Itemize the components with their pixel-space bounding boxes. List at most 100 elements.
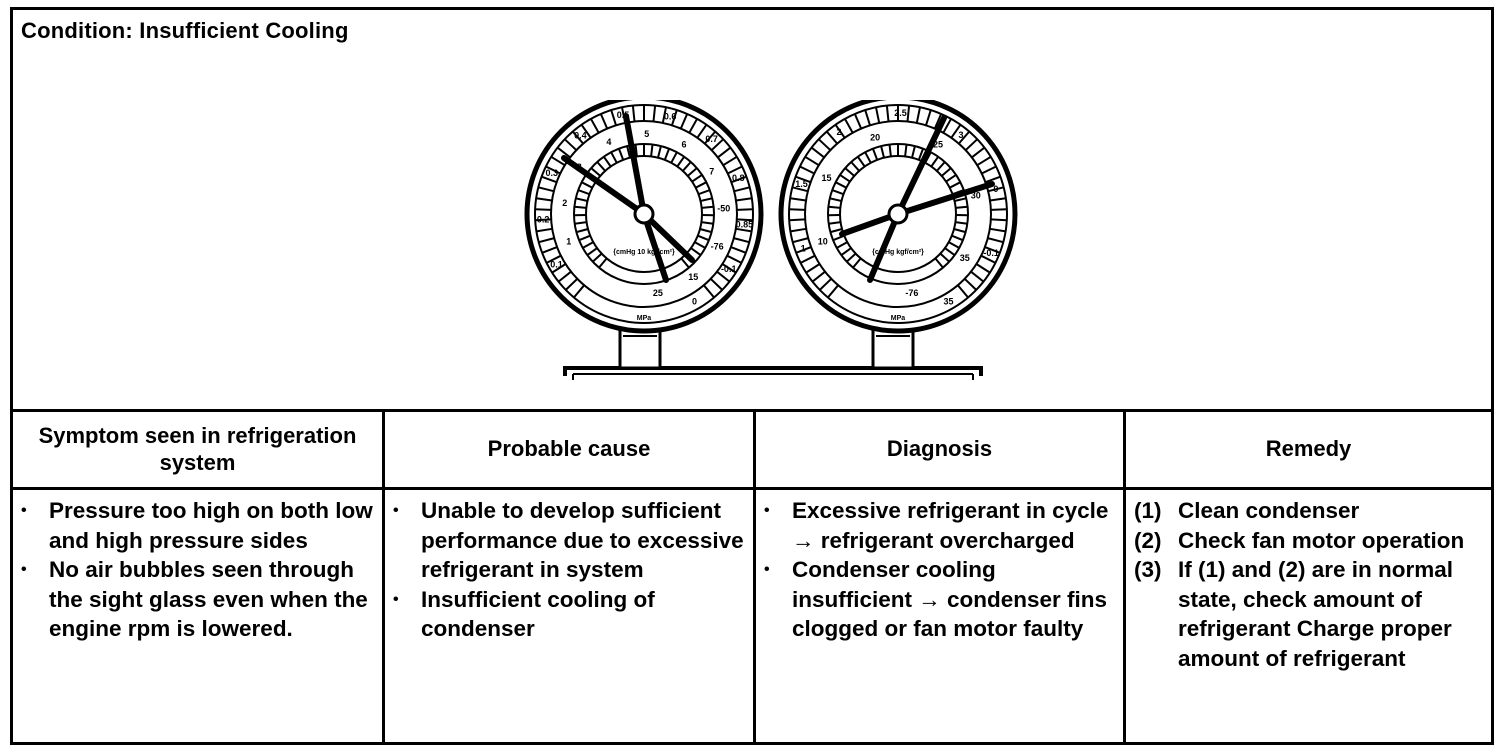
gauge-tick xyxy=(917,148,925,161)
diagnosis-column: Diagnosis Excessive refrigerant in cycle… xyxy=(756,412,1126,742)
gauge-scale-label: 0.2 xyxy=(537,214,550,224)
gauge-tick xyxy=(697,234,710,242)
gauge-tick xyxy=(631,105,636,122)
cause-item: Insufficient cooling of condenser xyxy=(393,585,745,644)
remedy-text: If (1) and (2) are in normal state, chec… xyxy=(1178,557,1454,671)
gauge-tick xyxy=(536,227,553,233)
gauge-tick xyxy=(950,124,962,139)
low-gauge-hub xyxy=(633,203,655,225)
high-gauge-center-text: {cmHg kgf/cm²} xyxy=(872,249,924,256)
gauge-tick xyxy=(556,146,571,159)
gauge-scale-label: 1 xyxy=(566,236,571,246)
gauge-tick xyxy=(942,118,952,134)
gauge-tick xyxy=(581,181,593,189)
gauge-tick xyxy=(819,278,832,291)
gauge-scale-label: 2 xyxy=(562,198,567,208)
gauge-tick xyxy=(717,146,732,159)
gauge-tick xyxy=(688,118,698,134)
gauge-tick xyxy=(699,228,712,234)
gauge-tick xyxy=(698,189,711,196)
gauge-tick xyxy=(691,174,703,183)
manifold-bar xyxy=(563,366,983,380)
gauge-tick xyxy=(575,197,588,202)
remedy-header: Remedy xyxy=(1126,412,1491,490)
gauge-tick xyxy=(663,148,671,161)
gauge-tick xyxy=(989,227,1006,233)
gauge-tick xyxy=(535,208,552,211)
symptom-column: Symptom seen in refrigeration system Pre… xyxy=(13,412,385,742)
gauge-tick xyxy=(590,118,600,134)
gauge-scale-label: 2.5 xyxy=(894,108,907,118)
symptom-cell: Pressure too high on both low and high p… xyxy=(13,490,382,644)
remedy-cell: (1)Clean condenser(2)Check fan motor ope… xyxy=(1126,490,1491,674)
high-gauge-outer-scale xyxy=(789,105,1007,299)
gauge-tick xyxy=(789,208,806,211)
gauge-tick xyxy=(538,237,555,244)
gauge-tick xyxy=(888,144,892,157)
gauge-tick xyxy=(828,205,841,209)
gauge-tick xyxy=(939,252,950,263)
remedy-item: (2)Check fan motor operation xyxy=(1134,526,1483,556)
gauge-scale-label: 20 xyxy=(870,132,880,142)
gauge-scale-label: 0.8 xyxy=(732,173,745,183)
gauge-tick xyxy=(976,155,992,167)
gauge-scale-label: 5 xyxy=(644,129,649,139)
gauge-scale-label: 3 xyxy=(958,130,963,140)
gauge-tick xyxy=(586,247,598,256)
gauge-tick xyxy=(818,138,832,151)
gauge-tick xyxy=(933,113,943,129)
gauge-tick xyxy=(828,221,841,225)
gauge-tick xyxy=(598,257,608,269)
gauge-tick xyxy=(885,105,890,122)
gauge-tick xyxy=(990,218,1007,222)
gauge-tick xyxy=(970,270,985,283)
gauge-tick xyxy=(721,263,737,274)
gauge-tick xyxy=(930,156,940,168)
gauge-scale-label: -0.1 xyxy=(721,264,737,274)
gauge-tick xyxy=(830,228,843,234)
gauge-tick xyxy=(574,221,587,225)
gauge-tick xyxy=(964,138,978,151)
gauge-tick xyxy=(690,247,702,256)
gauge-tick xyxy=(735,197,752,202)
gauge-tick xyxy=(844,118,854,134)
gauge-tick xyxy=(694,241,706,249)
gauge-tick xyxy=(934,257,944,269)
gauge-tick xyxy=(990,208,1007,211)
diagnosis-header: Diagnosis xyxy=(756,412,1123,490)
low-gauge-center-text: {cmHg 10 kgf/cm²} xyxy=(613,249,675,256)
gauge-tick xyxy=(670,151,678,164)
gauge-tick xyxy=(844,167,855,177)
gauge-tick xyxy=(733,237,750,244)
gauge-tick xyxy=(804,155,820,167)
gauge-tick xyxy=(951,234,964,242)
gauge-tick xyxy=(954,197,967,202)
remedy-item: (3)If (1) and (2) are in normal state, c… xyxy=(1134,555,1483,673)
cause-list: Unable to develop sufficient performance… xyxy=(393,496,745,644)
gauge-tick xyxy=(565,278,578,291)
gauge-scale-label: 7 xyxy=(709,167,714,177)
diagnosis-table: Symptom seen in refrigeration system Pre… xyxy=(13,412,1491,742)
cause-cell: Unable to develop sufficient performance… xyxy=(385,490,753,644)
gauge-tick xyxy=(592,252,603,263)
gauge-tick xyxy=(790,227,807,233)
gauge-scale-label: 4 xyxy=(606,137,611,147)
condition-panel: Condition: Insufficient Cooling xyxy=(13,10,1491,412)
gauge-tick xyxy=(551,263,567,274)
gauge-scale-label: 35 xyxy=(943,297,953,307)
gauge-tick xyxy=(875,107,881,124)
diagnosis-item: Excessive refrigerant in cycle → refrige… xyxy=(764,496,1115,555)
symptom-list: Pressure too high on both low and high p… xyxy=(21,496,374,644)
low-gauge-needles xyxy=(561,113,695,283)
gauge-tick xyxy=(535,218,552,222)
gauge-tick xyxy=(679,113,689,129)
gauge-scale-label: -0.1 xyxy=(983,248,999,258)
symptom-header: Symptom seen in refrigeration system xyxy=(13,412,382,490)
cause-column: Probable cause Unable to develop suffici… xyxy=(385,412,756,742)
gauge-tick xyxy=(985,175,1001,184)
gauge-tick xyxy=(944,247,956,256)
remedy-number: (2) xyxy=(1134,527,1162,553)
gauge-tick xyxy=(661,107,667,124)
gauge-tick xyxy=(790,197,807,202)
